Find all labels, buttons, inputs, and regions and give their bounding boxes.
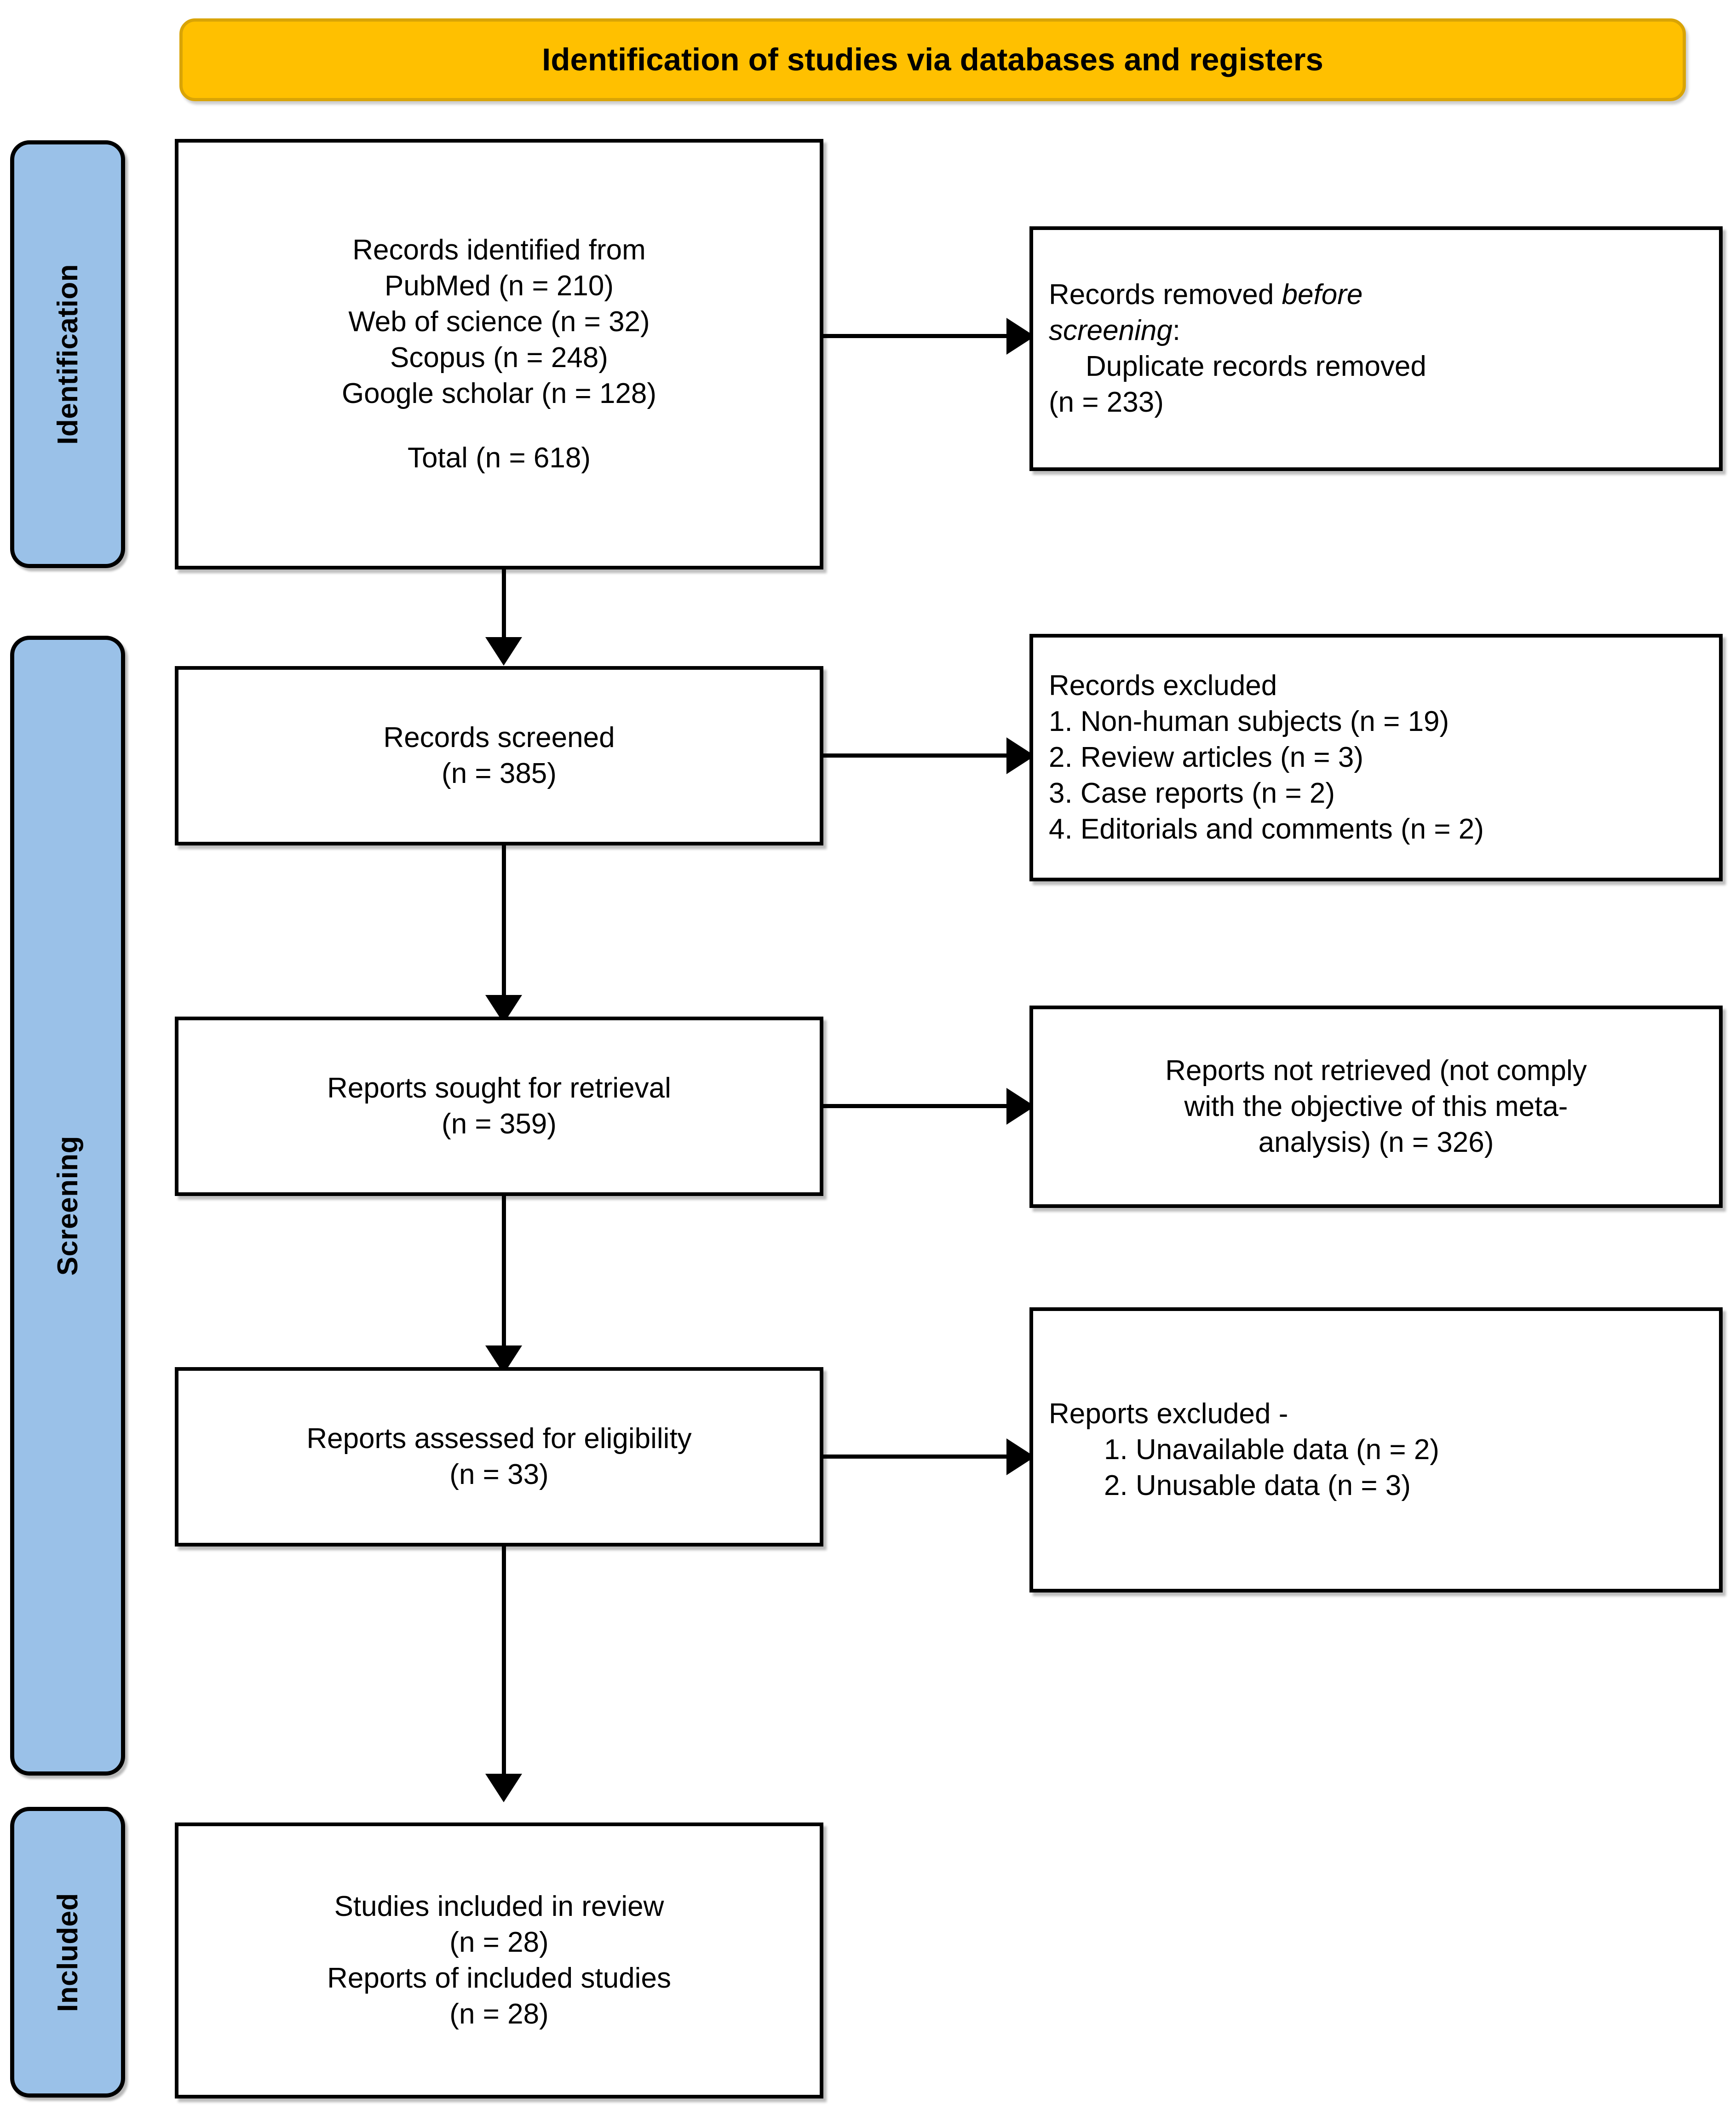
duplicate-records-removed-label: Duplicate records removed bbox=[1086, 351, 1426, 382]
reports-sought-label: Reports sought for retrieval bbox=[327, 1072, 671, 1104]
stage-bar-included: Included bbox=[10, 1807, 125, 2098]
records-identified-heading: Records identified from bbox=[352, 234, 646, 266]
arrow-assessed-to-reports-excluded-line bbox=[823, 1455, 1035, 1459]
records-excluded-item-2: 2. Review articles (n = 3) bbox=[1049, 741, 1363, 773]
studies-included-label: Studies included in review bbox=[334, 1890, 664, 1922]
box-records-screened: Records screened (n = 385) bbox=[175, 666, 823, 845]
records-screened-label: Records screened bbox=[383, 721, 615, 753]
stage-bar-identification: Identification bbox=[10, 140, 125, 568]
reports-not-retrieved-line-3: analysis) (n = 326) bbox=[1258, 1127, 1494, 1159]
diagram-header-banner: Identification of studies via databases … bbox=[179, 18, 1686, 101]
records-excluded-heading: Records excluded bbox=[1049, 669, 1277, 701]
records-removed-heading-cont: screening: bbox=[1049, 314, 1181, 346]
records-identified-total: Total (n = 618) bbox=[407, 442, 591, 474]
box-studies-included: Studies included in review (n = 28) Repo… bbox=[175, 1823, 823, 2099]
arrow-screened-to-excluded-line bbox=[823, 753, 1035, 758]
box-records-removed-before-screening: Records removed before screening: Duplic… bbox=[1029, 226, 1723, 471]
box-records-excluded: Records excluded 1. Non-human subjects (… bbox=[1029, 634, 1723, 881]
stage-label-identification: Identification bbox=[52, 264, 84, 445]
records-excluded-item-1: 1. Non-human subjects (n = 19) bbox=[1049, 705, 1449, 737]
records-identified-scopus: Scopus (n = 248) bbox=[390, 342, 608, 374]
reports-assessed-label: Reports assessed for eligibility bbox=[306, 1422, 692, 1455]
box-reports-excluded: Reports excluded - 1. Unavailable data (… bbox=[1029, 1307, 1723, 1593]
records-removed-heading: Records removed before bbox=[1049, 278, 1363, 310]
box-reports-assessed: Reports assessed for eligibility (n = 33… bbox=[175, 1367, 823, 1547]
arrow-screened-to-sought-line bbox=[502, 845, 506, 997]
reports-excluded-item-1: 1. Unavailable data (n = 2) bbox=[1104, 1433, 1439, 1466]
duplicate-records-removed-count: (n = 233) bbox=[1049, 386, 1164, 419]
records-excluded-item-3: 3. Case reports (n = 2) bbox=[1049, 777, 1335, 810]
arrow-assessed-to-included-line bbox=[502, 1547, 506, 1777]
arrow-identified-to-screened-line bbox=[502, 569, 506, 639]
box-records-identified: Records identified from PubMed (n = 210)… bbox=[175, 139, 823, 569]
box-reports-not-retrieved: Reports not retrieved (not comply with t… bbox=[1029, 1006, 1723, 1208]
stage-label-included: Included bbox=[52, 1892, 84, 2012]
reports-excluded-heading: Reports excluded - bbox=[1049, 1397, 1288, 1430]
records-identified-google-scholar: Google scholar (n = 128) bbox=[341, 378, 657, 410]
arrow-assessed-to-included-head bbox=[485, 1774, 522, 1802]
arrow-sought-to-not-retrieved-line bbox=[823, 1104, 1035, 1108]
box-reports-sought: Reports sought for retrieval (n = 359) bbox=[175, 1017, 823, 1196]
page-title: Identification of studies via databases … bbox=[542, 42, 1323, 78]
arrow-sought-to-assessed-line bbox=[502, 1196, 506, 1348]
stage-label-screening: Screening bbox=[52, 1135, 84, 1276]
studies-included-count: (n = 28) bbox=[449, 1926, 549, 1958]
arrow-identified-to-screened-head bbox=[485, 637, 522, 666]
records-screened-count: (n = 385) bbox=[442, 758, 557, 789]
reports-assessed-count: (n = 33) bbox=[449, 1459, 549, 1490]
reports-of-included-studies-label: Reports of included studies bbox=[327, 1962, 671, 1994]
reports-of-included-studies-count: (n = 28) bbox=[449, 1998, 549, 2030]
reports-not-retrieved-line-2: with the objective of this meta- bbox=[1184, 1090, 1568, 1122]
reports-sought-count: (n = 359) bbox=[442, 1108, 557, 1140]
reports-not-retrieved-line-1: Reports not retrieved (not comply bbox=[1165, 1054, 1587, 1087]
records-excluded-item-4: 4. Editorials and comments (n = 2) bbox=[1049, 813, 1484, 845]
reports-excluded-item-2: 2. Unusable data (n = 3) bbox=[1104, 1470, 1411, 1502]
records-identified-wos: Web of science (n = 32) bbox=[348, 305, 650, 338]
records-identified-pubmed: PubMed (n = 210) bbox=[384, 270, 614, 302]
stage-bar-screening: Screening bbox=[10, 636, 125, 1776]
spacer bbox=[194, 412, 804, 440]
arrow-identified-to-removed-line bbox=[823, 334, 1035, 338]
